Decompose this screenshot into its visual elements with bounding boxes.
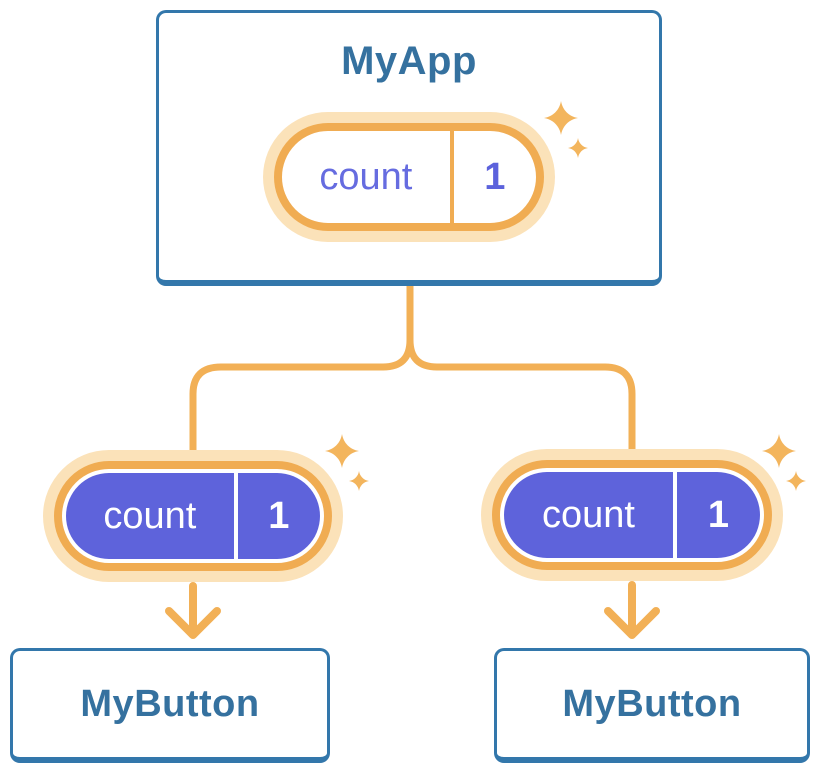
- prop-value: 1: [268, 494, 290, 537]
- prop-name: count: [103, 494, 197, 537]
- prop-pill-right: count 1: [481, 449, 783, 581]
- state-pill-ring: count 1: [274, 123, 544, 231]
- branch-right-line: [406, 282, 636, 455]
- branch-left-line: [189, 282, 414, 456]
- pill-divider: [449, 131, 454, 223]
- prop-pill-fill: count 1: [66, 473, 320, 559]
- component-node-mybutton-left: MyButton: [10, 648, 330, 763]
- sparkle-icon: [325, 434, 369, 491]
- pill-divider: [672, 472, 677, 558]
- state-pill-myapp: count 1: [263, 112, 555, 242]
- arrow-right: [604, 581, 660, 639]
- component-label-mybutton-right: MyButton: [562, 682, 742, 725]
- prop-pill-left: count 1: [43, 450, 343, 582]
- prop-value: 1: [707, 493, 730, 536]
- prop-pill-ring: count 1: [492, 460, 772, 570]
- pill-divider: [233, 473, 238, 559]
- prop-pill-fill: count 1: [504, 472, 760, 558]
- state-name: count: [319, 155, 413, 198]
- sparkle-icon: [762, 434, 806, 491]
- arrow-left: [165, 582, 221, 639]
- state-value: 1: [484, 155, 506, 198]
- state-pill-fill: count 1: [282, 131, 536, 223]
- component-label-mybutton-left: MyButton: [80, 682, 260, 725]
- prop-name: count: [541, 493, 635, 536]
- component-label-myapp: MyApp: [341, 39, 477, 83]
- component-node-mybutton-right: MyButton: [494, 648, 810, 763]
- prop-pill-ring: count 1: [54, 461, 332, 571]
- sparkle-icon: [544, 101, 588, 158]
